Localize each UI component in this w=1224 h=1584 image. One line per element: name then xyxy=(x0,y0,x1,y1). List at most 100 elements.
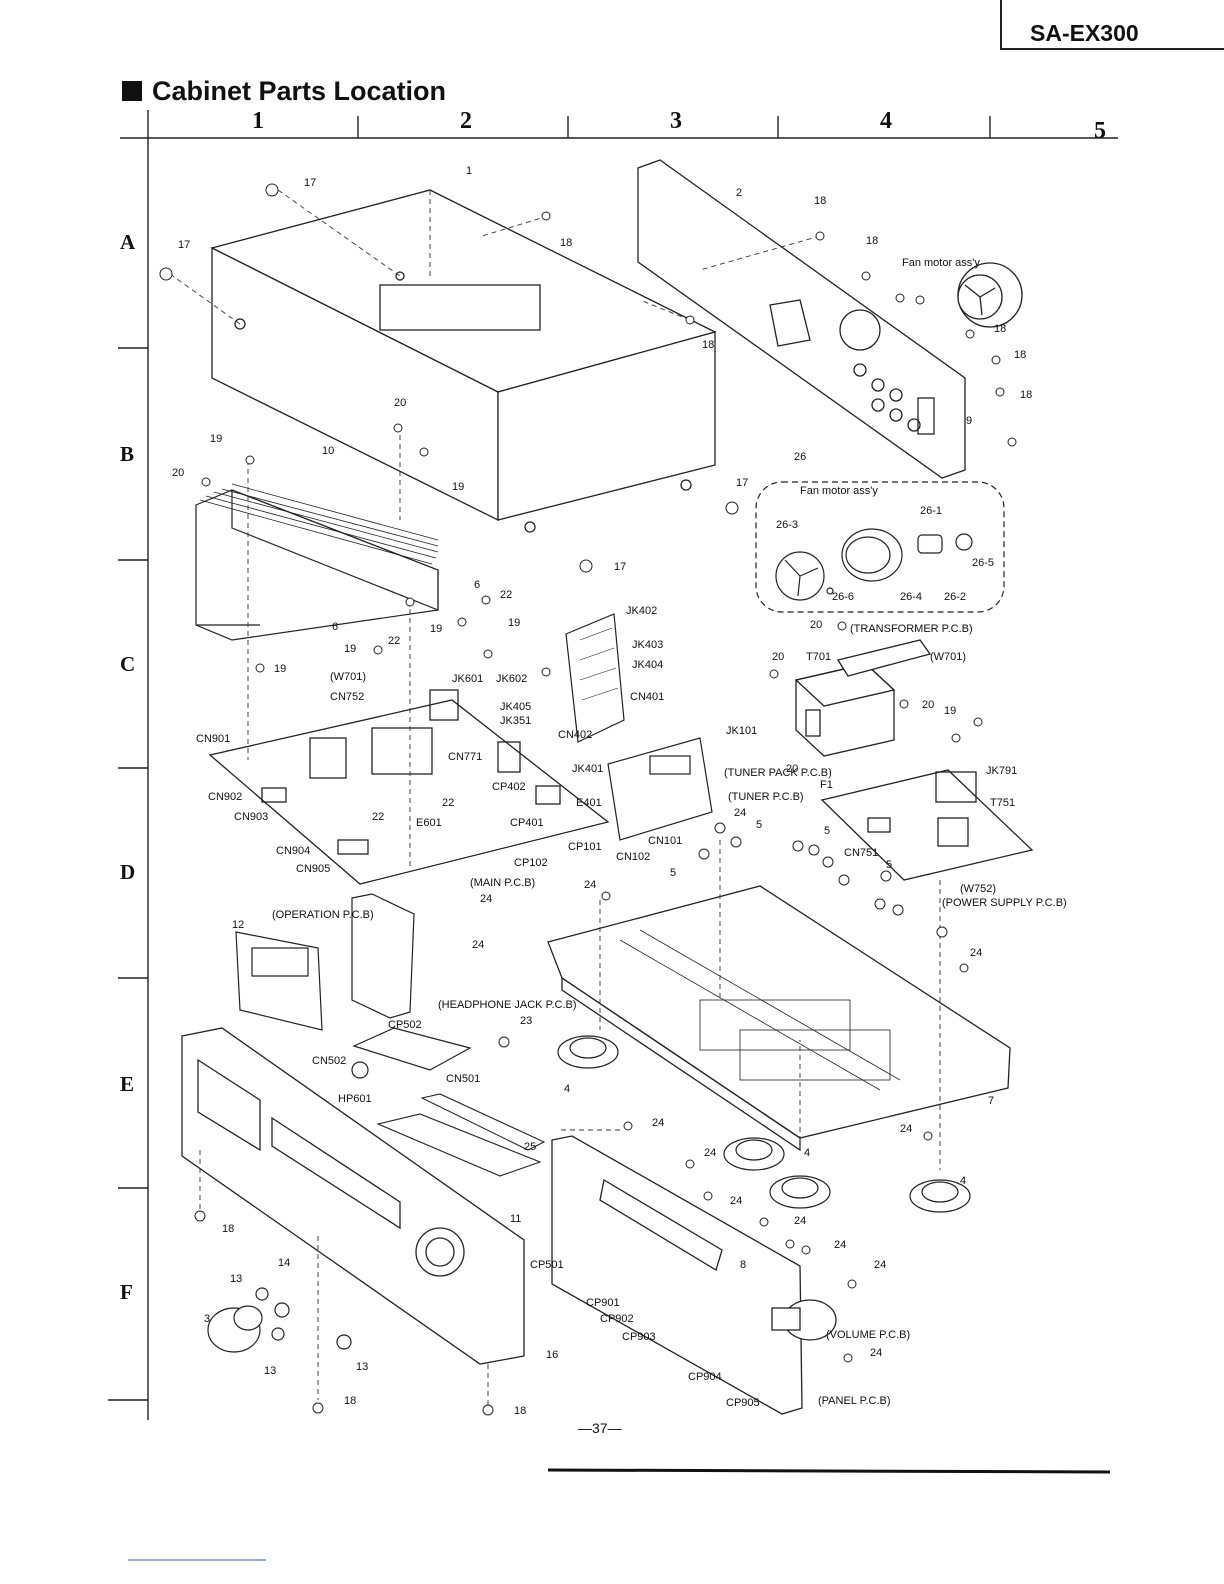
label-jk602: JK602 xyxy=(496,673,527,685)
label-part-8: 8 xyxy=(740,1259,746,1271)
label-operation-pcb: (OPERATION P.C.B) xyxy=(272,909,374,921)
label-part-13-b: 13 xyxy=(264,1365,276,1377)
label-jk601: JK601 xyxy=(452,673,483,685)
model-box xyxy=(1000,0,1224,50)
label-part-25: 25 xyxy=(524,1141,536,1153)
label-hp601: HP601 xyxy=(338,1093,372,1105)
label-part-11: 11 xyxy=(510,1213,521,1225)
operation-pcb xyxy=(235,893,415,1031)
grid-row-b: B xyxy=(120,442,135,466)
label-cp501: CP501 xyxy=(530,1259,564,1271)
label-jk403: JK403 xyxy=(632,639,663,651)
label-jk791: JK791 xyxy=(986,765,1017,777)
page-number: —37— xyxy=(578,1420,622,1436)
rear-panel xyxy=(637,159,966,479)
label-cn101: CN101 xyxy=(648,835,682,847)
label-cp904: CP904 xyxy=(688,1371,722,1383)
label-part-24-g: 24 xyxy=(900,1123,912,1135)
volume-knob xyxy=(207,1287,352,1353)
label-part-18-a: 18 xyxy=(560,237,572,249)
label-fan-motor-top: Fan motor ass'y xyxy=(902,257,980,269)
label-part-17-a: 17 xyxy=(304,177,316,189)
label-part-22-d: 22 xyxy=(372,811,384,823)
fan-motor-detail-callout xyxy=(755,481,1005,613)
headphone-pcb xyxy=(351,1027,472,1079)
label-tuner-pcb: (TUNER P.C.B) xyxy=(728,791,804,803)
label-cp905: CP905 xyxy=(726,1397,760,1409)
label-cn771: CN771 xyxy=(448,751,482,763)
label-part-18-h: 18 xyxy=(222,1223,234,1235)
label-part-19-f: 19 xyxy=(274,663,286,675)
label-t751: T751 xyxy=(990,797,1015,809)
label-main-pcb: (MAIN P.C.B) xyxy=(470,877,535,889)
label-part-18-c: 18 xyxy=(866,235,878,247)
label-part-19-e: 19 xyxy=(344,643,356,655)
label-part-24-l: 24 xyxy=(874,1259,886,1271)
grid-column-1: 1 xyxy=(252,108,264,134)
label-cp402: CP402 xyxy=(492,781,526,793)
chassis xyxy=(547,885,1011,1152)
label-cn905: CN905 xyxy=(296,863,330,875)
label-part-17-c: 17 xyxy=(736,477,748,489)
label-transformer-pcb: (TRANSFORMER P.C.B) xyxy=(850,623,973,635)
label-part-6-a: 6 xyxy=(474,579,480,591)
label-part-24-h: 24 xyxy=(704,1147,716,1159)
label-e401: E401 xyxy=(576,797,602,809)
label-part-20-c: 20 xyxy=(810,619,822,631)
grid-column-3: 3 xyxy=(670,108,682,134)
label-f1: F1 xyxy=(820,779,833,791)
label-part-12: 12 xyxy=(232,919,244,931)
tuner-pcb xyxy=(607,737,713,841)
label-cp901: CP901 xyxy=(586,1297,620,1309)
label-fan-26-3: 26-3 xyxy=(776,519,798,531)
label-cn401: CN401 xyxy=(630,691,664,703)
front-panel xyxy=(181,1027,525,1365)
diagram-labels: 1 2 3 4 4 4 7 Fan motor ass'y Fan motor … xyxy=(172,165,1067,1417)
grid-row-e: E xyxy=(120,1072,135,1096)
label-part-5-a: 5 xyxy=(756,819,762,831)
label-w701-right: (W701) xyxy=(930,651,966,663)
label-panel-pcb: (PANEL P.C.B) xyxy=(818,1395,891,1407)
label-part-5-b: 5 xyxy=(824,825,830,837)
label-fan-26-5: 26-5 xyxy=(972,557,994,569)
label-part-23: 23 xyxy=(520,1015,532,1027)
label-cp502: CP502 xyxy=(388,1019,422,1031)
label-tuner-pack-pcb: (TUNER PACK P.C.B) xyxy=(724,767,832,779)
label-part-19-b: 19 xyxy=(452,481,464,493)
label-jk404: JK404 xyxy=(632,659,663,671)
label-cn102: CN102 xyxy=(616,851,650,863)
label-foot-3: 4 xyxy=(960,1175,966,1187)
label-part-19-d: 19 xyxy=(508,617,520,629)
label-fan-26-2: 26-2 xyxy=(944,591,966,603)
label-cn901: CN901 xyxy=(196,733,230,745)
grid-row-a: A xyxy=(120,230,136,254)
bullet-square-icon xyxy=(122,81,142,101)
transformer xyxy=(794,639,932,757)
label-part-20-f: 20 xyxy=(786,763,798,775)
label-part-20-b: 20 xyxy=(172,467,184,479)
label-rear-panel: 2 xyxy=(736,187,742,199)
grid-column-4: 4 xyxy=(880,108,892,134)
label-part-5-d: 5 xyxy=(670,867,676,879)
label-part-13-a: 13 xyxy=(230,1273,242,1285)
label-part-18-j: 18 xyxy=(514,1405,526,1417)
label-knob: 3 xyxy=(204,1313,210,1325)
power-supply-pcb xyxy=(820,769,1034,881)
panel-pcb xyxy=(551,1135,837,1415)
label-cn501: CN501 xyxy=(446,1073,480,1085)
label-part-24-f: 24 xyxy=(652,1117,664,1129)
label-cn903: CN903 xyxy=(234,811,268,823)
label-cn902: CN902 xyxy=(208,791,242,803)
label-part-20-e: 20 xyxy=(922,699,934,711)
page-title: Cabinet Parts Location xyxy=(122,76,446,107)
label-w752: (W752) xyxy=(960,883,996,895)
label-foot-2: 4 xyxy=(804,1147,810,1159)
grid-row-d: D xyxy=(120,860,136,884)
label-jk351: JK351 xyxy=(500,715,531,727)
feet xyxy=(557,1035,971,1213)
label-part-18-d: 18 xyxy=(702,339,714,351)
label-heatsink: 10 xyxy=(322,445,334,457)
label-part-14: 14 xyxy=(278,1257,290,1269)
grid-frame xyxy=(108,110,1118,1420)
